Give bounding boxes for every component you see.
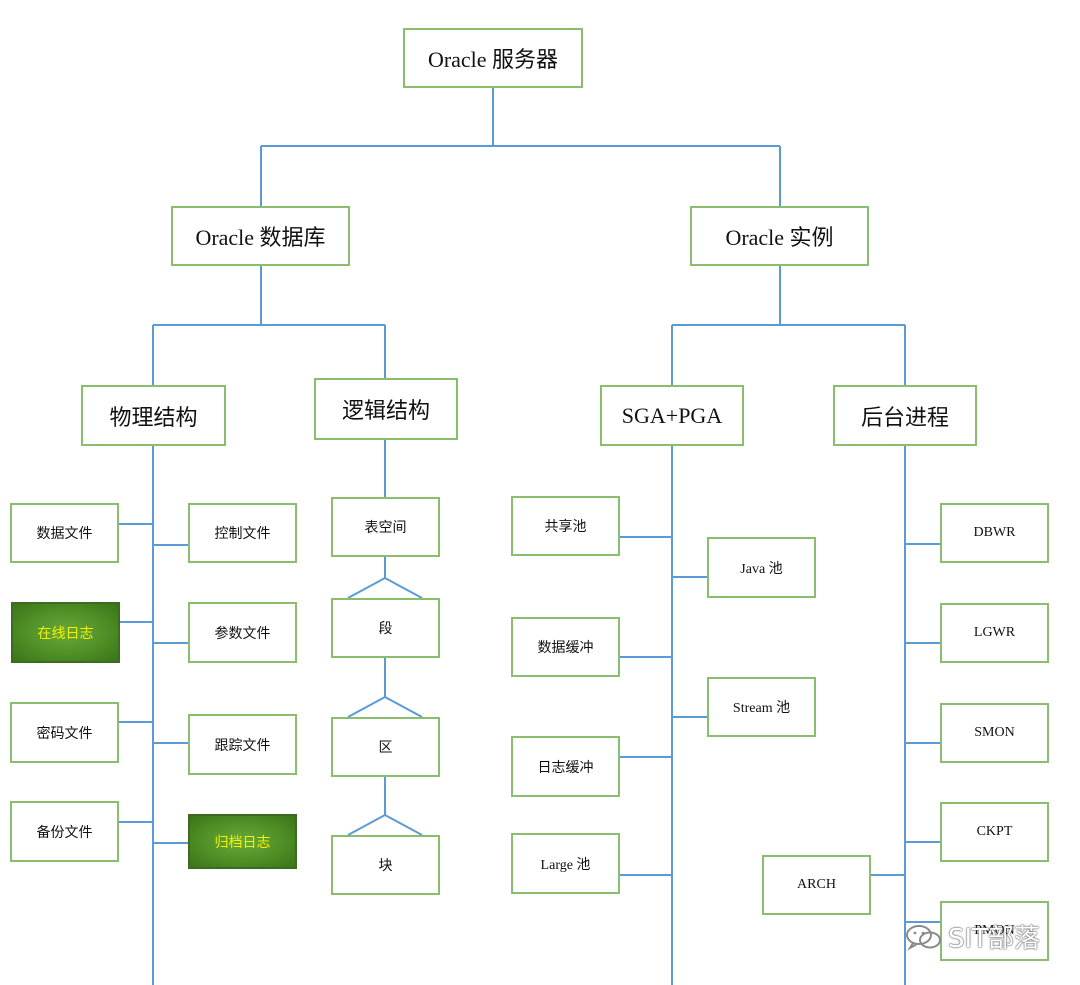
tracefile-node: 跟踪文件 xyxy=(188,714,297,775)
watermark: SIT部落 xyxy=(904,918,1040,955)
smon-node: SMON xyxy=(940,703,1049,763)
db-buffer-node: 数据缓冲 xyxy=(511,617,620,677)
java-pool-node: Java 池 xyxy=(707,537,816,598)
block-node: 块 xyxy=(331,835,440,895)
sga-pga-node: SGA+PGA xyxy=(600,385,744,446)
large-pool-node: Large 池 xyxy=(511,833,620,894)
controlfile-node: 控制文件 xyxy=(188,503,297,563)
background-process-node: 后台进程 xyxy=(833,385,977,446)
online-log-node: 在线日志 xyxy=(11,602,120,663)
shared-pool-node: 共享池 xyxy=(511,496,620,556)
arch-node: ARCH xyxy=(762,855,871,915)
datafile-node: 数据文件 xyxy=(10,503,119,563)
root-node: Oracle 服务器 xyxy=(403,28,583,88)
physical-structure-node: 物理结构 xyxy=(81,385,226,446)
ckpt-node: CKPT xyxy=(940,802,1049,862)
watermark-text: SIT部落 xyxy=(948,924,1041,954)
archive-log-node: 归档日志 xyxy=(188,814,297,869)
passwordfile-node: 密码文件 xyxy=(10,702,119,763)
pmon-node: PMON xyxy=(940,901,1049,961)
extent-node: 区 xyxy=(331,717,440,777)
wechat-icon xyxy=(906,924,941,951)
lgwr-node: LGWR xyxy=(940,603,1049,663)
log-buffer-node: 日志缓冲 xyxy=(511,736,620,797)
database-node: Oracle 数据库 xyxy=(171,206,350,266)
segment-node: 段 xyxy=(331,598,440,658)
stream-pool-node: Stream 池 xyxy=(707,677,816,737)
paramfile-node: 参数文件 xyxy=(188,602,297,663)
dbwr-node: DBWR xyxy=(940,503,1049,563)
instance-node: Oracle 实例 xyxy=(690,206,869,266)
backupfile-node: 备份文件 xyxy=(10,801,119,862)
tablespace-node: 表空间 xyxy=(331,497,440,557)
logical-structure-node: 逻辑结构 xyxy=(314,378,458,440)
